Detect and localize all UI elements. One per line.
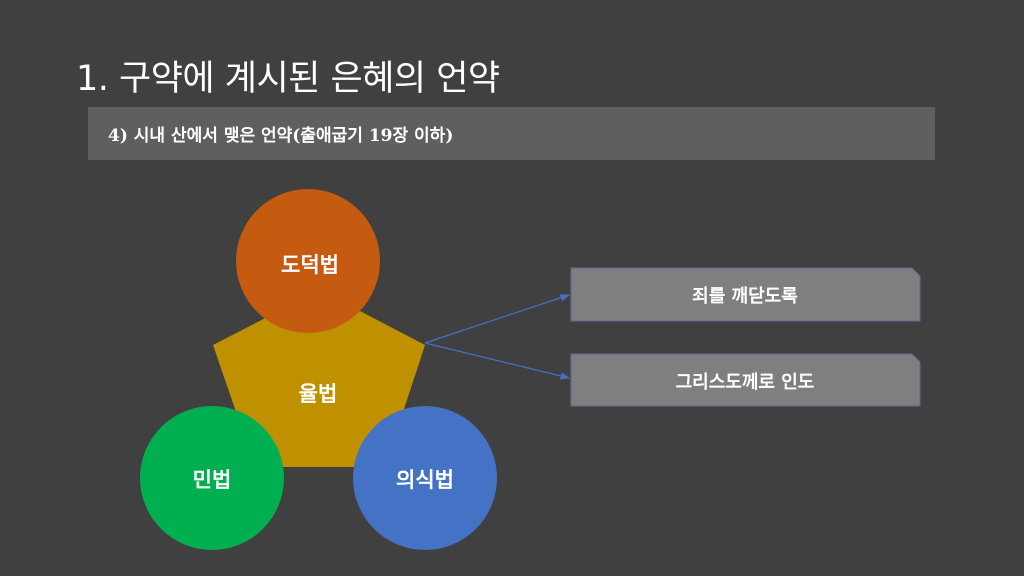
civil-law-circle: [140, 406, 284, 550]
slide-title: 1. 구약에 계시된 은혜의 언약: [76, 59, 500, 99]
outcome-label-conviction: 죄를 깨닫도록: [692, 286, 798, 307]
subtitle-bar: 4) 시내 산에서 맺은 언약(출애굽기 19장 이하): [88, 107, 935, 160]
law-label: 율법: [299, 382, 338, 406]
arrow-to-christ: [424, 342, 571, 380]
law-pentagon: [213, 290, 425, 467]
outcome-label-christ: 그리스도께로 인도: [676, 372, 815, 393]
moral-law-circle: [236, 189, 380, 333]
outcome-box-christ: [570, 353, 921, 407]
ceremonial-law-label: 의식법: [396, 468, 454, 492]
outcome-box-conviction: [570, 267, 921, 322]
arrow-to-conviction: [424, 294, 571, 344]
civil-law-label: 민법: [193, 468, 232, 492]
ceremonial-law-circle: [353, 406, 497, 550]
moral-law-label: 도덕법: [281, 253, 339, 277]
subtitle-text: 4) 시내 산에서 맺은 언약(출애굽기 19장 이하): [108, 126, 454, 146]
